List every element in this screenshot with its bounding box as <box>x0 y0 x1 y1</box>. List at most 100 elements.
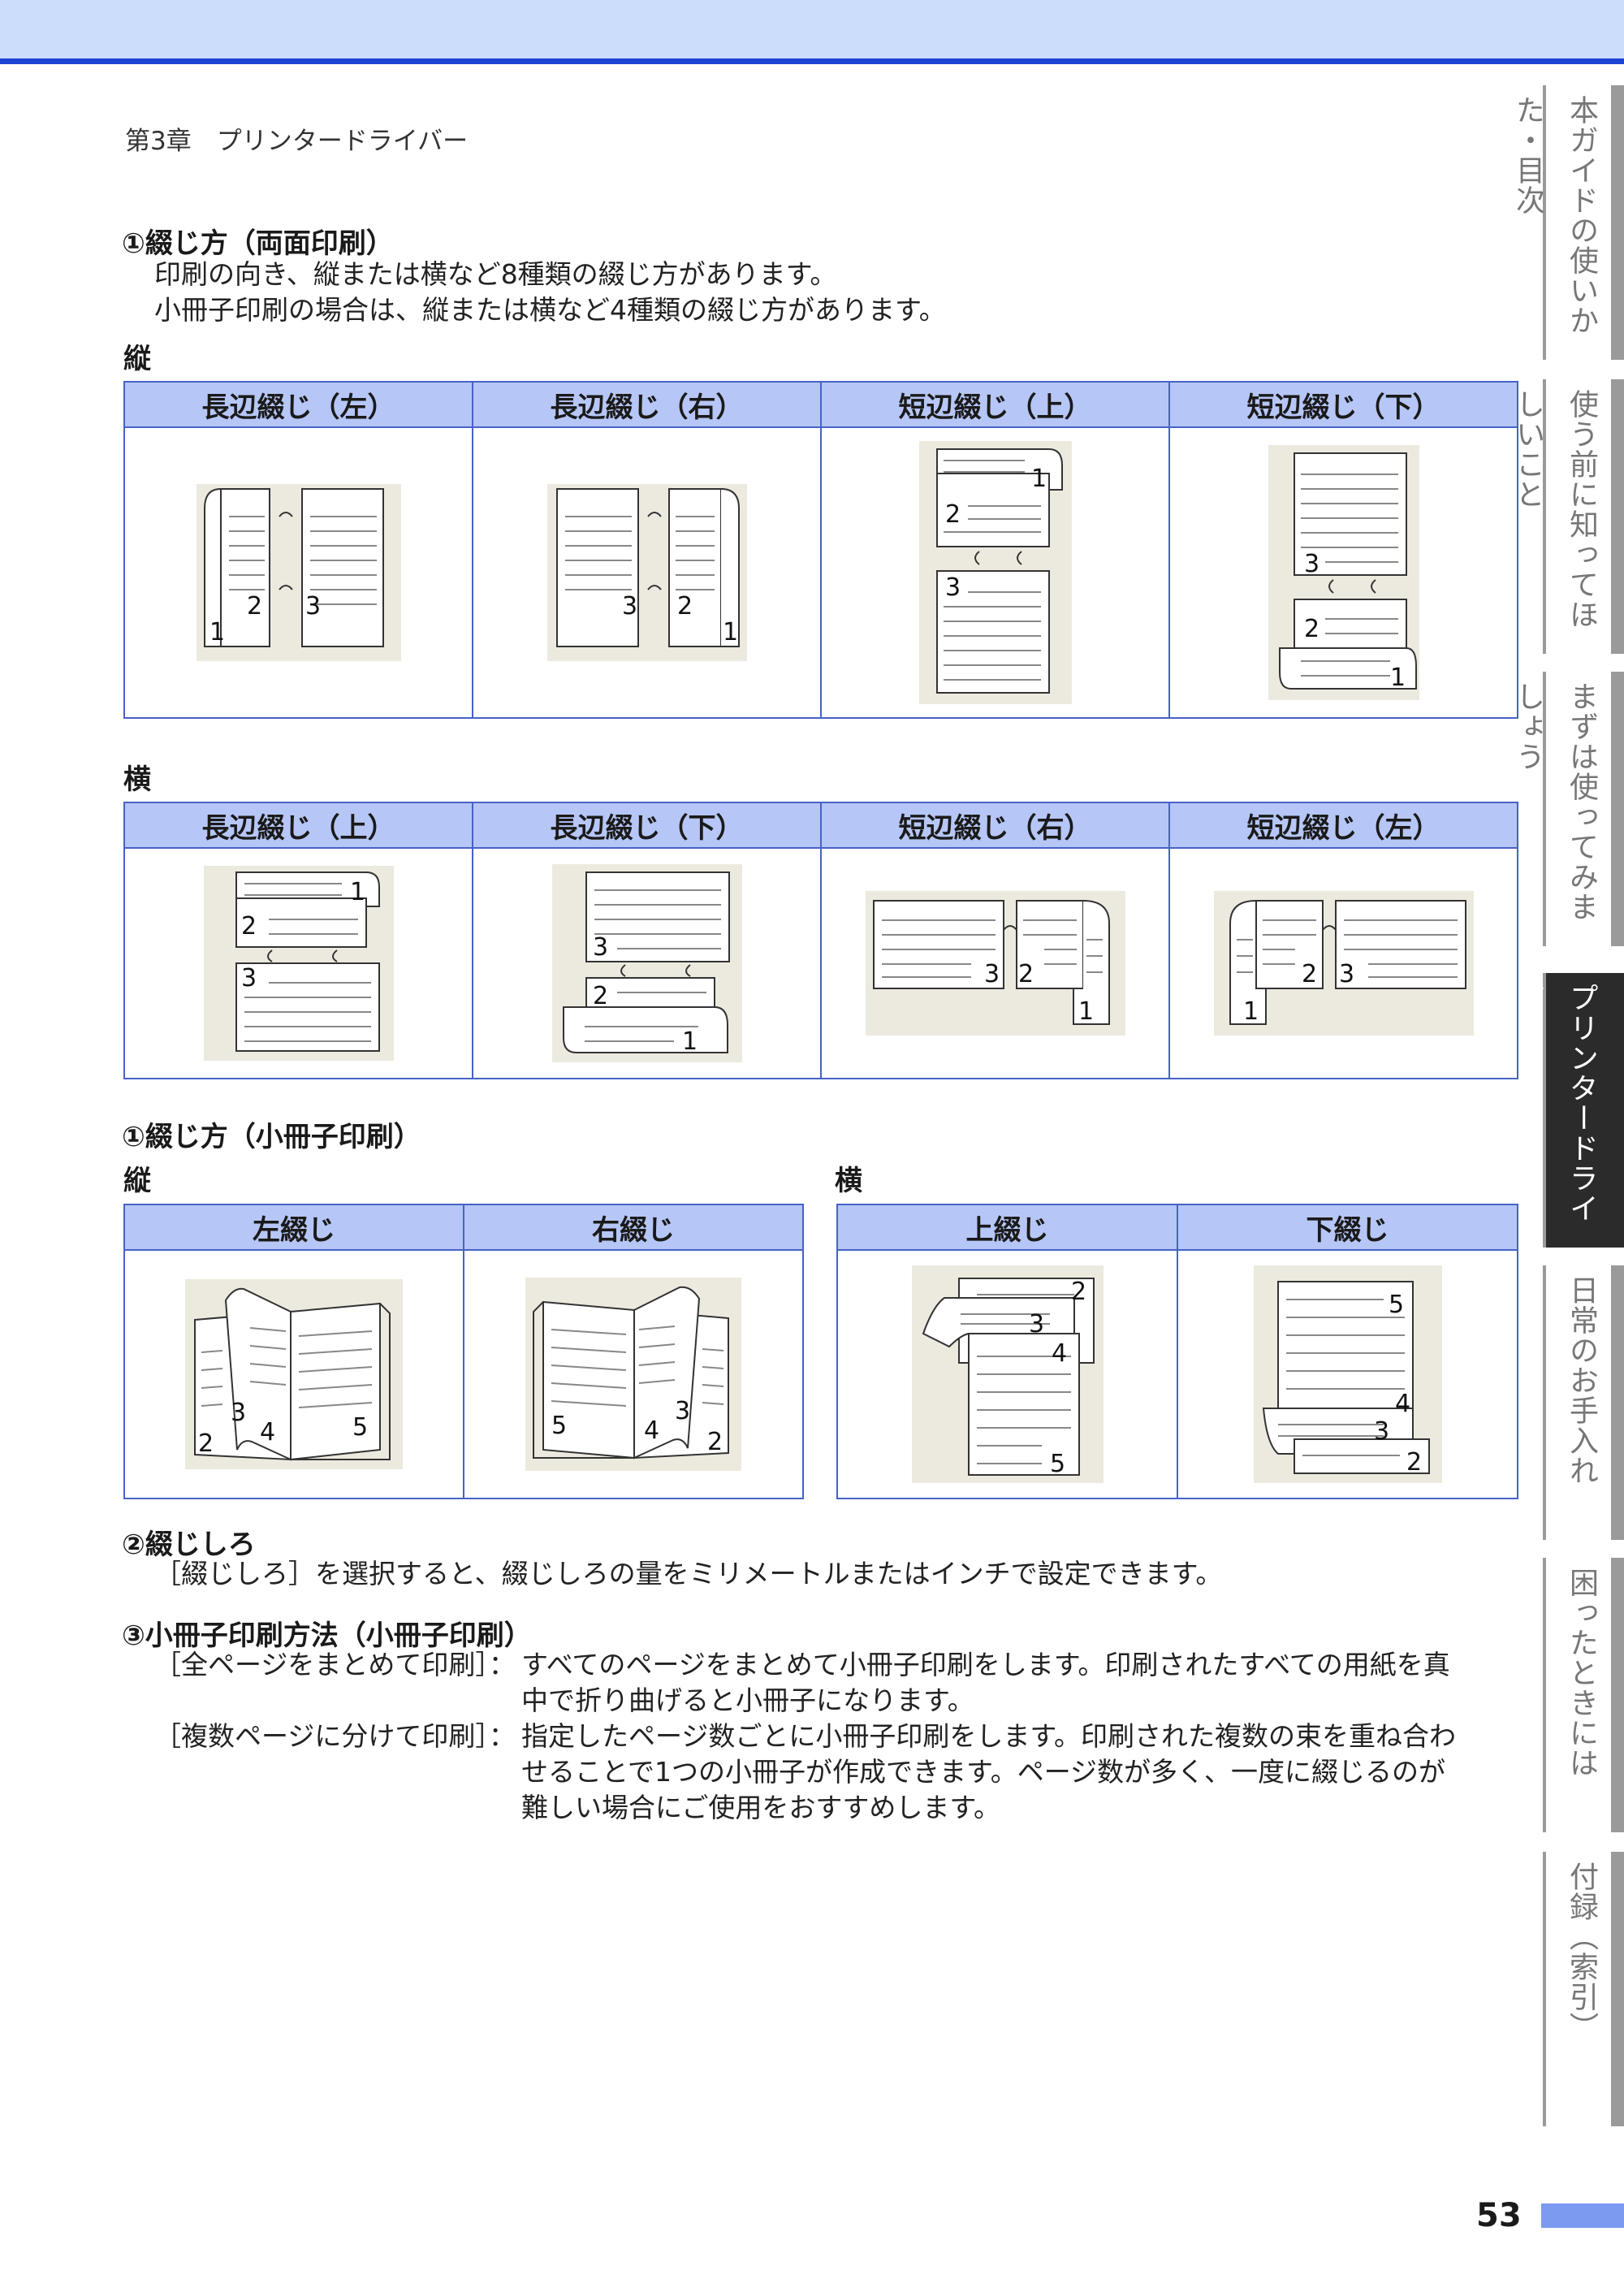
booklet-portrait-table: 左綴じ 右綴じ 2 3 4 5 <box>123 1204 804 1499</box>
duplex-binding-title: ①綴じ方（両面印刷） <box>122 227 394 260</box>
page-number-bar <box>1541 2203 1624 2228</box>
description-line: せることで1つの小冊子が作成できます。ページ数が多く、一度に綴じるのが <box>521 1756 1446 1788</box>
cell-booklet-bottom-binding: 5 4 3 2 <box>1177 1249 1518 1499</box>
side-tab-label: 付録（索引） <box>1565 1862 1598 2042</box>
long-edge-right-illustration: 3 2 1 <box>546 484 747 661</box>
page-number-label: 1 <box>1031 465 1047 493</box>
page-number: 53 <box>1476 2197 1522 2234</box>
side-tab-label: プリンタードライバー <box>1511 983 1598 1223</box>
cell-long-edge-left: 1 2 3 <box>123 426 473 719</box>
cell-landscape-short-edge-left: 2 3 1 <box>1168 847 1518 1079</box>
page-number-label: 2 <box>677 592 693 621</box>
header-short-edge-bottom: 短辺綴じ（下） <box>1168 381 1518 428</box>
booklet-right-binding-illustration: 5 3 4 2 <box>525 1278 741 1471</box>
page-number-label: 3 <box>1029 1310 1044 1338</box>
cell-long-edge-right: 3 2 1 <box>472 426 822 719</box>
page-number-label: 3 <box>622 592 637 621</box>
page-number-label: 3 <box>945 573 961 602</box>
page-number-label: 4 <box>1395 1390 1410 1418</box>
page-number-label: 2 <box>1406 1448 1422 1477</box>
option-all-pages-label: ［全ページをまとめて印刷］： <box>154 1649 516 1680</box>
header-short-edge-right: 短辺綴じ（右） <box>820 802 1170 849</box>
side-tab-printer-driver[interactable]: プリンタードライバー <box>1511 973 1624 1248</box>
booklet-binding-title: ①綴じ方（小冊子印刷） <box>122 1121 421 1153</box>
page-number-label: 2 <box>1304 615 1320 643</box>
header-rule <box>0 58 1624 64</box>
page-number-label: 3 <box>1374 1417 1389 1446</box>
side-tab-label: 使う前に知ってほしいこと <box>1511 389 1598 629</box>
cell-booklet-right-binding: 5 3 4 2 <box>463 1249 804 1499</box>
booklet-landscape-table: 上綴じ 下綴じ 2 3 4 5 <box>836 1204 1518 1499</box>
cell-short-edge-top: 1 2 3 <box>820 426 1170 719</box>
description-line: すべてのページをまとめて小冊子印刷をします。印刷されたすべての用紙を真 <box>521 1649 1450 1680</box>
cell-short-edge-bottom: 3 2 1 <box>1168 426 1518 719</box>
side-tab-label: 本ガイドの使いかた・目次 <box>1511 95 1598 335</box>
page-number-label: 4 <box>644 1416 659 1445</box>
header-booklet-right-binding: 右綴じ <box>463 1204 804 1251</box>
cell-landscape-long-edge-top: 1 2 3 <box>123 847 473 1079</box>
portrait-label: 縦 <box>123 343 151 375</box>
side-tab-maintenance[interactable]: 日常のお手入れ <box>1543 1265 1624 1540</box>
page-number-label: 1 <box>209 618 225 647</box>
long-edge-left-illustration: 1 2 3 <box>196 484 401 661</box>
page-number-label: 5 <box>352 1413 368 1442</box>
side-tab-label: 日常のお手入れ <box>1565 1275 1598 1485</box>
side-tab-before-use[interactable]: 使う前に知ってほしいこと <box>1511 379 1624 654</box>
page-number-label: 3 <box>231 1399 246 1427</box>
portrait-binding-table: 長辺綴じ（左） 長辺綴じ（右） 短辺綴じ（上） 短辺綴じ（下） 1 2 3 <box>123 381 1518 719</box>
booklet-top-binding-illustration: 2 3 4 5 <box>911 1265 1104 1483</box>
page-number-label: 4 <box>260 1418 275 1447</box>
landscape-short-edge-right-illustration: 3 2 1 <box>865 891 1125 1036</box>
option-all-pages-description: すべてのページをまとめて小冊子印刷をします。印刷されたすべての用紙を真 中で折り… <box>521 1647 1518 1719</box>
header-band <box>0 0 1624 58</box>
header-booklet-bottom-binding: 下綴じ <box>1177 1204 1518 1251</box>
landscape-binding-table: 長辺綴じ（上） 長辺綴じ（下） 短辺綴じ（右） 短辺綴じ（左） 1 2 <box>123 802 1518 1079</box>
cell-booklet-top-binding: 2 3 4 5 <box>836 1249 1178 1499</box>
chapter-title: 第3章 プリンタードライバー <box>125 127 469 156</box>
page-number-label: 2 <box>247 592 262 621</box>
binding-margin-title: ②綴じしろ <box>122 1529 256 1561</box>
description-line: 指定したページ数ごとに小冊子印刷をします。印刷された複数の束を重ね合わ <box>521 1720 1457 1752</box>
page-number-label: 3 <box>593 933 608 962</box>
page-number-label: 2 <box>198 1429 214 1458</box>
header-long-edge-right: 長辺綴じ（右） <box>472 381 822 428</box>
page-number-label: 2 <box>241 912 257 941</box>
page-number-label: 5 <box>1050 1450 1065 1478</box>
page-number-label: 3 <box>241 964 257 992</box>
page-number-label: 2 <box>707 1428 723 1456</box>
page-number-label: 1 <box>350 878 365 906</box>
side-tab-guide-contents[interactable]: 本ガイドの使いかた・目次 <box>1511 85 1624 360</box>
page-number-label: 3 <box>1339 960 1354 988</box>
side-tab-troubleshooting[interactable]: 困ったときには <box>1543 1558 1624 1832</box>
header-long-edge-left: 長辺綴じ（左） <box>123 381 473 428</box>
short-edge-top-illustration: 1 2 3 <box>918 441 1072 704</box>
header-short-edge-left: 短辺綴じ（左） <box>1168 802 1518 849</box>
page-number-label: 2 <box>945 500 961 529</box>
header-booklet-left-binding: 左綴じ <box>123 1204 464 1251</box>
side-tab-label: まずは使ってみましょう <box>1511 681 1598 922</box>
cell-landscape-long-edge-bottom: 3 2 1 <box>472 847 822 1079</box>
short-edge-bottom-illustration: 3 2 1 <box>1268 445 1419 700</box>
page-number-label: 3 <box>305 592 321 621</box>
landscape-label: 横 <box>123 763 151 796</box>
page-number-label: 2 <box>1302 960 1317 988</box>
page-number-label: 1 <box>1390 664 1406 692</box>
page-number-label: 3 <box>984 960 1000 988</box>
landscape-long-edge-top-illustration: 1 2 3 <box>203 866 394 1061</box>
page-number-label: 5 <box>1389 1291 1404 1319</box>
description-line: 難しい場合にご使用をおすすめします。 <box>521 1792 1001 1823</box>
page-number-label: 4 <box>1052 1339 1067 1368</box>
header-long-edge-top: 長辺綴じ（上） <box>123 802 473 849</box>
side-tab-getting-started[interactable]: まずは使ってみましょう <box>1511 672 1624 946</box>
booklet-left-binding-illustration: 2 3 4 5 <box>185 1279 403 1469</box>
landscape-long-edge-bottom-illustration: 3 2 1 <box>551 864 742 1062</box>
header-long-edge-bottom: 長辺綴じ（下） <box>472 802 822 849</box>
cell-landscape-short-edge-right: 3 2 1 <box>820 847 1170 1079</box>
side-tab-appendix-index[interactable]: 付録（索引） <box>1543 1852 1624 2126</box>
page-number-label: 1 <box>682 1027 698 1056</box>
page-number-label: 2 <box>1071 1278 1086 1306</box>
page-number-label: 2 <box>1018 960 1034 988</box>
duplex-description: 印刷の向き、縦または横など8種類の綴じ方があります。 小冊子印刷の場合は、縦また… <box>154 257 946 328</box>
option-split-pages-label: ［複数ページに分けて印刷］： <box>154 1720 516 1752</box>
page-number-label: 1 <box>723 618 738 647</box>
